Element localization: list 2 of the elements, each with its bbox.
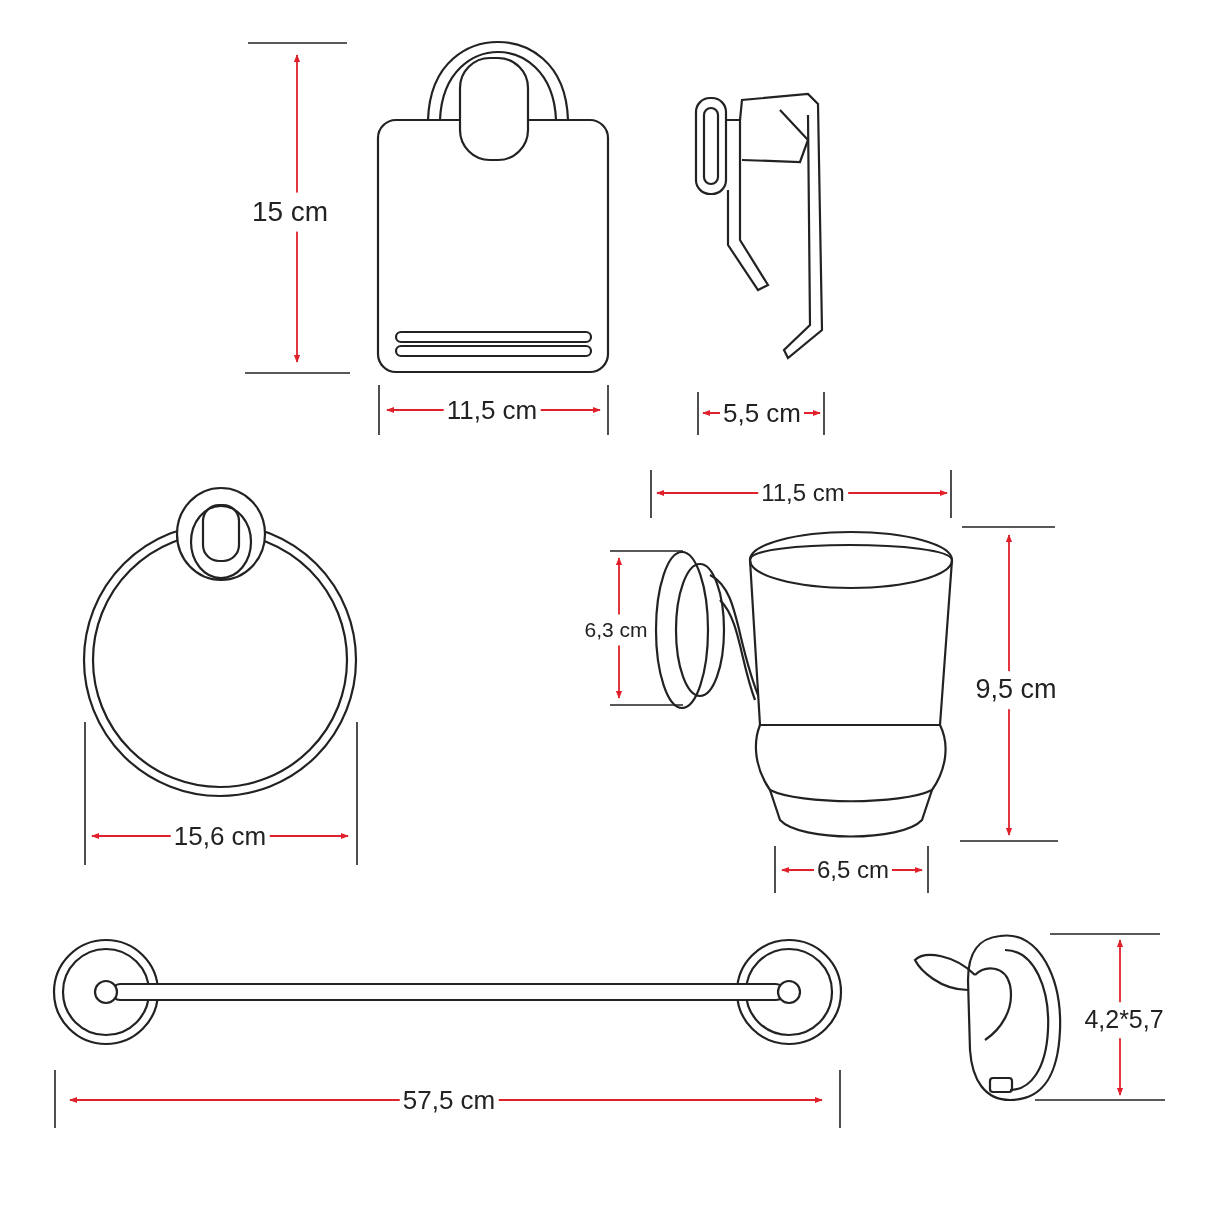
dimension-label: 4,2*5,7 xyxy=(1082,1002,1166,1038)
dimension-label: 6,3 cm xyxy=(582,614,650,646)
